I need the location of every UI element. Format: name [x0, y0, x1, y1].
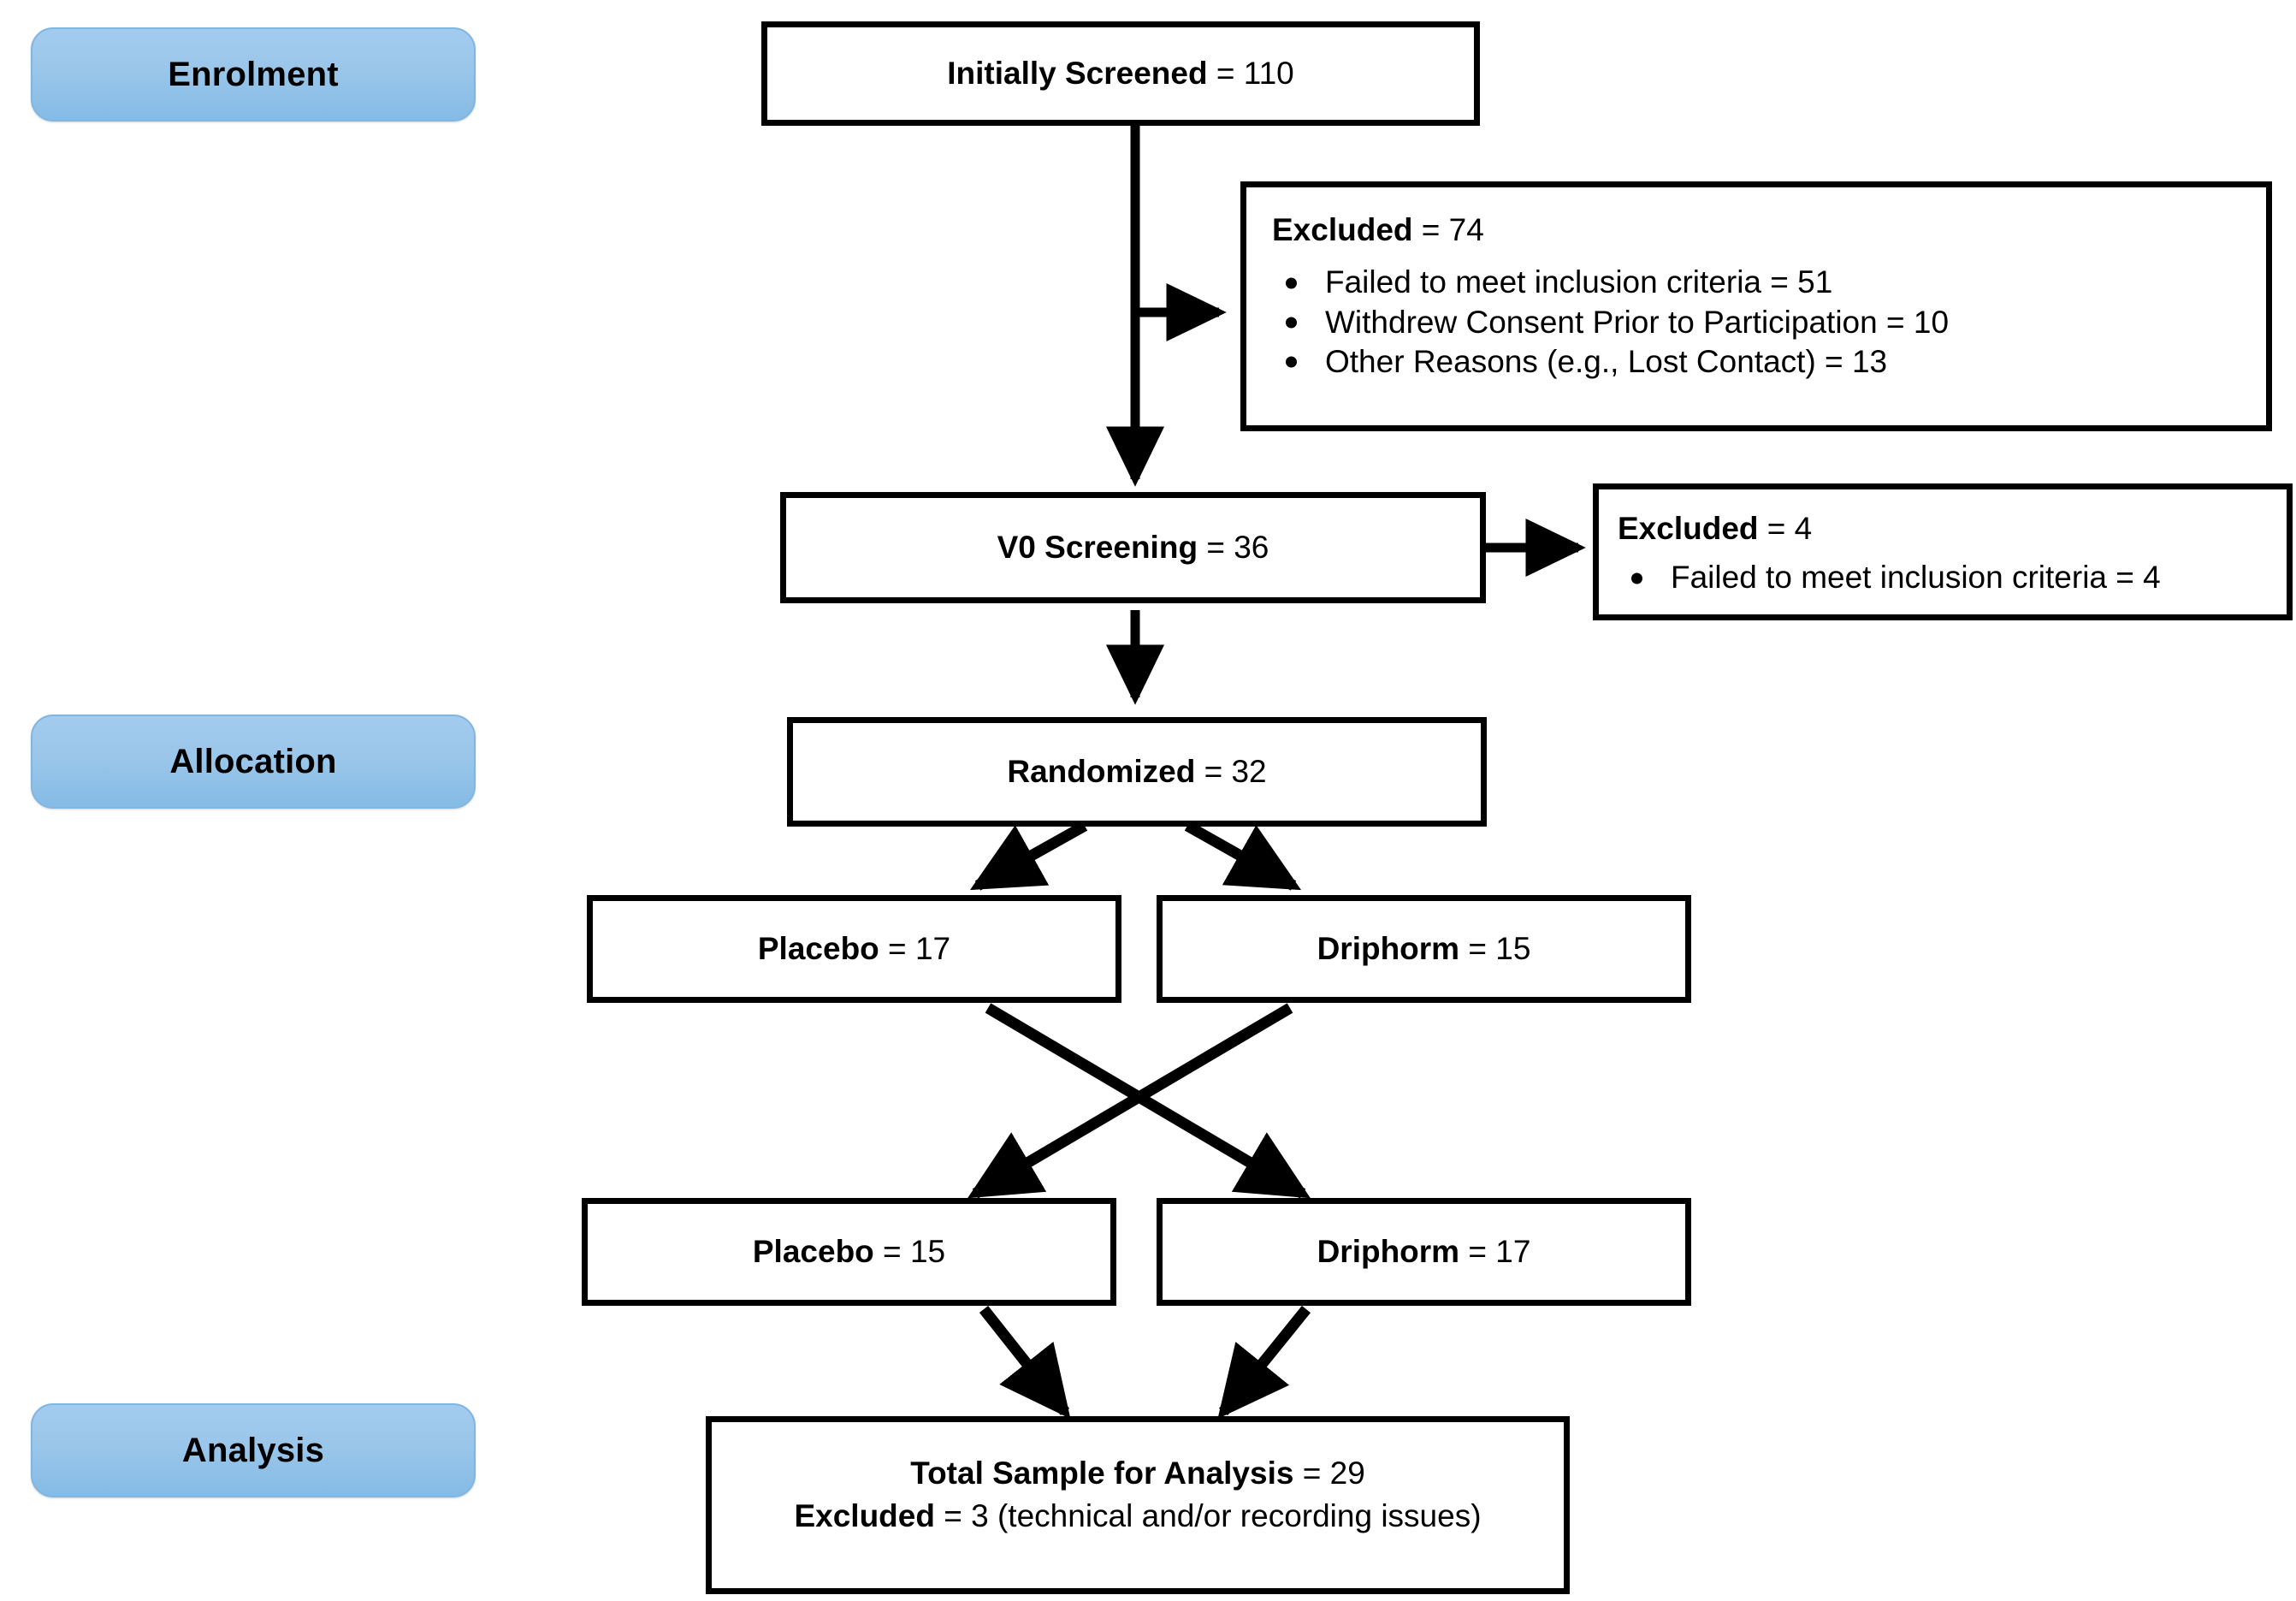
reason-separator: =	[1761, 264, 1798, 300]
list-item: Failed to meet inclusion criteria = 51	[1272, 263, 1949, 302]
list-item: Withdrew Consent Prior to Participation …	[1272, 303, 1949, 342]
node-period1-placebo: Placebo = 17	[587, 895, 1121, 1003]
reason-label: Other Reasons (e.g., Lost Contact)	[1325, 343, 1816, 379]
node-total-analysis-line2: Excluded = 3 (technical and/or recording…	[794, 1497, 1481, 1535]
reason-separator: =	[2107, 560, 2144, 596]
node-excluded-v0: Excluded = 4 Failed to meet inclusion cr…	[1593, 483, 2293, 620]
stage-badge-allocation-label: Allocation	[169, 743, 337, 780]
node-excluded-screening: Excluded = 74 Failed to meet inclusion c…	[1240, 181, 2272, 431]
edge-placebo15-to-analysis	[979, 1305, 1071, 1420]
node-randomized-text: Randomized = 32	[1007, 753, 1266, 791]
node-period1-driphorm-label: Driphorm	[1317, 931, 1460, 967]
node-randomized: Randomized = 32	[787, 717, 1487, 827]
bullet-icon	[1631, 572, 1642, 584]
stage-badge-allocation: Allocation	[31, 715, 476, 809]
node-excluded-screening-value: 74	[1448, 212, 1484, 247]
node-period1-driphorm-value: 15	[1495, 931, 1531, 967]
node-initially-screened-label: Initially Screened	[947, 56, 1208, 92]
edge-driphorm17-to-analysis	[1217, 1305, 1311, 1420]
node-initially-screened-text: Initially Screened = 110	[947, 55, 1294, 92]
node-period2-driphorm-text: Driphorm = 17	[1317, 1233, 1531, 1271]
reason-value: 10	[1913, 304, 1950, 340]
node-period1-driphorm: Driphorm = 15	[1157, 895, 1691, 1003]
node-total-analysis-line2-separator: =	[934, 1497, 972, 1533]
node-v0-screening-label: V0 Screening	[997, 530, 1198, 566]
node-period2-placebo-value: 15	[909, 1234, 946, 1270]
reason-value: 51	[1797, 264, 1833, 300]
node-excluded-screening-separator: =	[1412, 212, 1449, 247]
node-initially-screened-value: 110	[1243, 56, 1294, 92]
edge-randomized-to-driphorm15	[1184, 821, 1302, 891]
list-item: Other Reasons (e.g., Lost Contact) = 13	[1272, 342, 1949, 382]
node-excluded-v0-value: 4	[1794, 511, 1813, 546]
node-period2-placebo-label: Placebo	[752, 1234, 874, 1270]
node-excluded-v0-label: Excluded	[1618, 511, 1759, 546]
node-total-analysis-line2-value: 3 (technical and/or recording issues)	[971, 1497, 1482, 1533]
edge-placebo17-to-driphorm17	[985, 1003, 1311, 1199]
node-period2-placebo-text: Placebo = 15	[753, 1233, 945, 1271]
node-total-analysis-line1-value: 29	[1329, 1456, 1365, 1491]
node-total-analysis-line1-label: Total Sample for Analysis	[910, 1456, 1294, 1491]
reason-label: Withdrew Consent Prior to Participation	[1325, 304, 1878, 340]
stage-badge-analysis-label: Analysis	[181, 1432, 325, 1469]
edge-driphorm15-to-placebo15	[968, 1003, 1293, 1199]
node-v0-screening-value: 36	[1234, 530, 1269, 566]
node-period2-driphorm-value: 17	[1495, 1234, 1531, 1270]
reason-separator: =	[1877, 304, 1914, 340]
reason-value: 4	[2143, 560, 2161, 596]
node-excluded-screening-reasons: Failed to meet inclusion criteria = 51 W…	[1272, 263, 1949, 382]
node-period1-placebo-separator: =	[879, 931, 915, 967]
node-excluded-v0-heading: Excluded = 4	[1618, 510, 1812, 548]
node-excluded-v0-separator: =	[1758, 511, 1795, 546]
node-v0-screening-separator: =	[1198, 530, 1234, 566]
node-period1-driphorm-separator: =	[1459, 931, 1496, 967]
node-period2-placebo-separator: =	[873, 1234, 910, 1270]
node-total-analysis-line1: Total Sample for Analysis = 29	[910, 1455, 1365, 1492]
bullet-icon	[1286, 317, 1297, 329]
node-excluded-screening-label: Excluded	[1272, 212, 1413, 247]
reason-label: Failed to meet inclusion criteria	[1671, 560, 2107, 596]
node-total-analysis-line2-label: Excluded	[794, 1497, 935, 1533]
node-excluded-v0-reasons: Failed to meet inclusion criteria = 4	[1618, 558, 2161, 597]
node-initially-screened-separator: =	[1207, 56, 1244, 92]
node-period2-driphorm-separator: =	[1459, 1234, 1496, 1270]
reason-value: 13	[1851, 343, 1888, 379]
bullet-icon	[1286, 356, 1297, 368]
node-v0-screening-text: V0 Screening = 36	[997, 529, 1269, 566]
bullet-icon	[1286, 277, 1297, 289]
node-period1-placebo-text: Placebo = 17	[758, 930, 950, 968]
stage-badge-enrolment: Enrolment	[31, 27, 476, 122]
node-total-analysis-line1-separator: =	[1293, 1456, 1330, 1491]
node-randomized-separator: =	[1195, 754, 1232, 790]
edge-randomized-to-placebo17	[969, 821, 1088, 891]
stage-badge-enrolment-label: Enrolment	[168, 56, 339, 93]
node-period2-driphorm-label: Driphorm	[1317, 1234, 1460, 1270]
node-period1-placebo-value: 17	[914, 931, 951, 967]
node-period1-placebo-label: Placebo	[757, 931, 879, 967]
reason-separator: =	[1815, 343, 1852, 379]
node-period2-placebo: Placebo = 15	[582, 1198, 1116, 1306]
reason-label: Failed to meet inclusion criteria	[1325, 264, 1761, 300]
node-excluded-screening-heading: Excluded = 74	[1272, 211, 1484, 249]
node-randomized-label: Randomized	[1007, 754, 1196, 790]
node-v0-screening: V0 Screening = 36	[780, 492, 1486, 603]
node-total-analysis: Total Sample for Analysis = 29 Excluded …	[706, 1416, 1570, 1594]
stage-badge-analysis: Analysis	[31, 1403, 476, 1497]
list-item: Failed to meet inclusion criteria = 4	[1618, 558, 2161, 597]
node-randomized-value: 32	[1231, 754, 1267, 790]
node-period1-driphorm-text: Driphorm = 15	[1317, 930, 1531, 968]
node-period2-driphorm: Driphorm = 17	[1157, 1198, 1691, 1306]
node-initially-screened: Initially Screened = 110	[761, 21, 1480, 126]
